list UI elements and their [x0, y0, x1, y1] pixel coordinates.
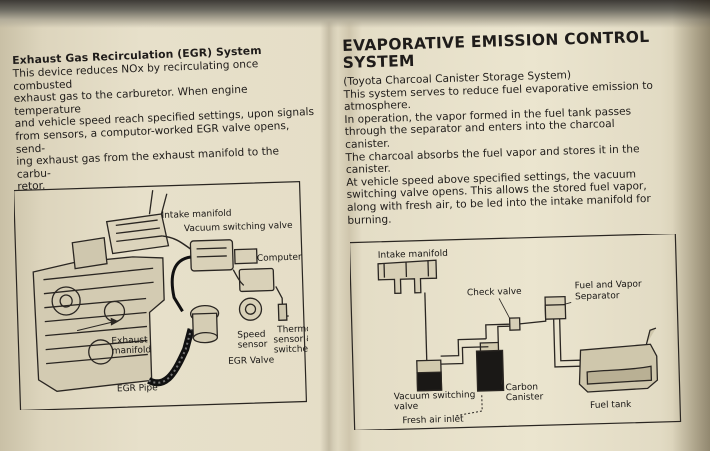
fuel-vapor-separator-drawing: [544, 295, 567, 320]
egr-figure-frame: [13, 180, 308, 412]
evap-figure-frame: [348, 232, 682, 432]
label-intake-manifold: Intake manifold: [161, 209, 231, 221]
label-vacuum-switching-1: Vacuum switching: [394, 390, 476, 402]
thermo-sensor: [275, 286, 289, 321]
label-vacuum-switching-valve: Vacuum switching valve: [184, 221, 293, 234]
label-check-valve: Check valve: [467, 287, 522, 299]
label-exhaust-manifold-2: manifold: [112, 345, 152, 356]
fuel-tank-drawing: [578, 327, 659, 393]
computer-unit: [238, 267, 275, 321]
label-exhaust-manifold-1: Exhaust: [111, 335, 148, 346]
intake-manifold-drawing: [377, 259, 438, 295]
egr-diagram-svg: Intake manifold Vacuum switching valve C…: [13, 180, 313, 412]
left-page-text: Exhaust Gas Recirculation (EGR) System T…: [12, 42, 317, 194]
egr-valve: [189, 304, 220, 344]
egr-diagram: Intake manifold Vacuum switching valve C…: [13, 180, 313, 412]
page-top-edge: [0, 0, 710, 28]
right-page-text: EVAPORATIVE EMISSION CONTROL SYSTEM (Toy…: [342, 28, 657, 227]
page-right-shadow: [672, 0, 710, 451]
label-evap-intake-manifold: Intake manifold: [378, 249, 448, 261]
label-thermo-1: Thermo: [276, 324, 308, 335]
label-thermo-2: sensor &: [273, 334, 308, 345]
evap-title-line-2: SYSTEM: [342, 51, 415, 72]
evap-diagram-svg: Intake manifold Check valve Fuel and Vap…: [348, 232, 682, 432]
label-speed-sensor-1: Speed: [237, 330, 266, 341]
vacuum-hose: [170, 255, 192, 313]
label-egr-valve: EGR Valve: [228, 355, 275, 366]
label-fuel-vapor-1: Fuel and Vapor: [575, 279, 643, 291]
vacuum-switching-valve: [189, 239, 258, 272]
egr-pipe: [147, 328, 195, 387]
vacuum-switching-valve-drawing: [416, 359, 443, 392]
label-fuel-vapor-2: Separator: [575, 291, 620, 302]
label-vacuum-switching-2: valve: [394, 402, 419, 413]
label-egr-pipe: EGR Pipe: [117, 383, 159, 394]
label-thermo-3: switches: [274, 344, 308, 355]
evap-diagram: Intake manifold Check valve Fuel and Vap…: [348, 232, 682, 432]
label-fuel-tank: Fuel tank: [590, 400, 632, 411]
evap-title: EVAPORATIVE EMISSION CONTROL SYSTEM: [342, 28, 653, 72]
label-carbon-1: Carbon: [505, 382, 538, 393]
label-fresh-air-inlet: Fresh air inlet: [402, 414, 464, 426]
check-valve-drawing: [508, 317, 521, 331]
page-gutter: [320, 0, 338, 451]
engine-block: [32, 190, 170, 392]
carbon-canister-drawing: [475, 341, 505, 392]
label-speed-sensor-2: sensor: [237, 340, 267, 351]
label-carbon-2: Canister: [506, 392, 544, 403]
label-computer: Computer: [257, 253, 302, 264]
